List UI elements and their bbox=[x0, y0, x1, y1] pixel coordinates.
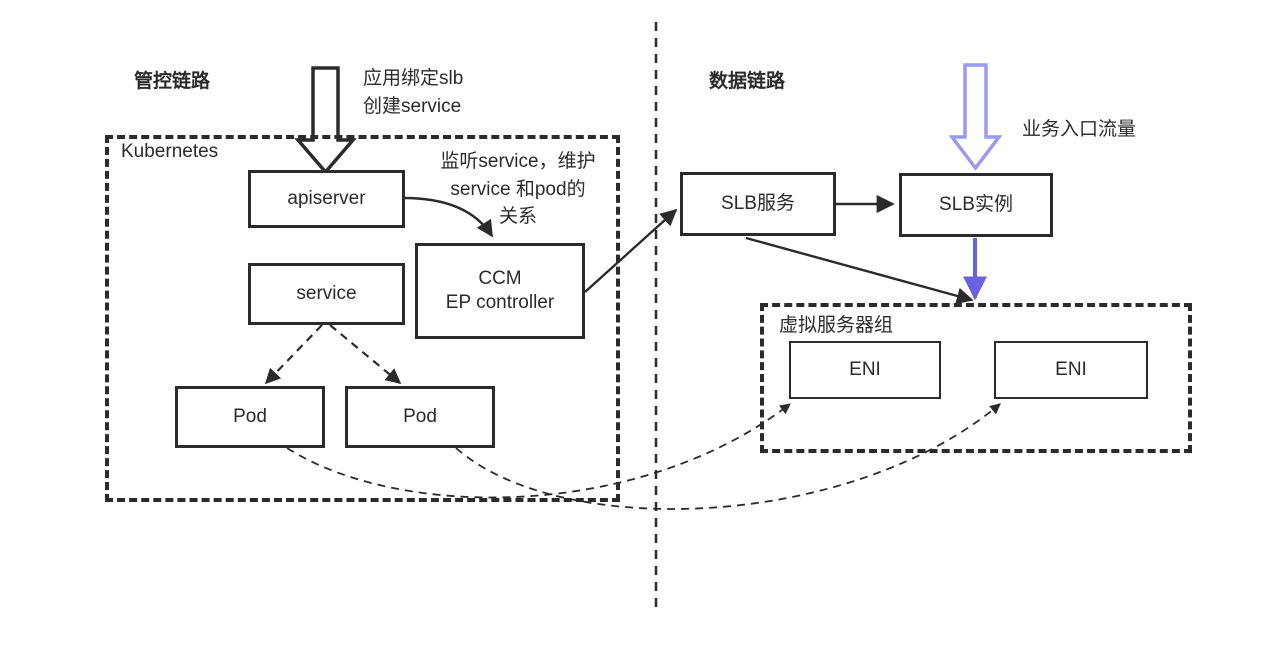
node-eni-right[interactable]: ENI bbox=[994, 341, 1148, 399]
node-pod-left[interactable]: Pod bbox=[175, 386, 325, 448]
group-virtual-server-group bbox=[760, 303, 1192, 453]
edge-slb-service-to-vsg bbox=[745, 236, 974, 305]
annotation-watch-service: 监听service，维护 service 和pod的 关系 bbox=[440, 151, 596, 228]
node-service-label: service bbox=[296, 283, 357, 305]
node-apiserver-label: apiserver bbox=[287, 188, 366, 210]
node-ccm-label-line1: CCM bbox=[478, 268, 522, 290]
group-kubernetes bbox=[105, 135, 620, 502]
node-slb-service-label: SLB服务 bbox=[721, 193, 795, 215]
edge-apiserver-to-ccm bbox=[403, 196, 494, 238]
edge-ccm-to-slb-service bbox=[584, 208, 678, 293]
ingress-block-arrow-icon bbox=[294, 66, 357, 175]
lane-title-control: 管控链路 bbox=[134, 71, 211, 92]
annotation-business-ingress-traffic: 业务入口流量 bbox=[1022, 119, 1137, 140]
node-eni-right-label: ENI bbox=[1055, 359, 1087, 381]
business-traffic-block-arrow-icon bbox=[948, 63, 1003, 171]
group-virtual-server-group-label: 虚拟服务器组 bbox=[779, 315, 894, 336]
node-apiserver[interactable]: apiserver bbox=[248, 170, 405, 228]
node-pod-right-label: Pod bbox=[403, 406, 437, 428]
node-pod-right[interactable]: Pod bbox=[345, 386, 495, 448]
annotation-app-bind-slb: 应用绑定slb 创建service bbox=[363, 68, 464, 117]
lane-title-data: 数据链路 bbox=[709, 71, 786, 92]
node-slb-instance-label: SLB实例 bbox=[939, 194, 1013, 216]
group-kubernetes-label: Kubernetes bbox=[121, 141, 219, 162]
edge-pod-left-to-eni-left bbox=[286, 403, 791, 499]
edge-service-to-pod-right bbox=[329, 324, 402, 384]
node-slb-instance[interactable]: SLB实例 bbox=[899, 173, 1053, 237]
node-ccm-label-line2: EP controller bbox=[445, 292, 555, 313]
node-service[interactable]: service bbox=[248, 263, 405, 325]
node-slb-service[interactable]: SLB服务 bbox=[680, 172, 836, 236]
node-ccm-ep-controller[interactable]: CCM EP controller bbox=[415, 243, 585, 339]
node-pod-left-label: Pod bbox=[233, 406, 267, 428]
node-eni-left[interactable]: ENI bbox=[789, 341, 941, 399]
node-eni-left-label: ENI bbox=[849, 359, 881, 381]
